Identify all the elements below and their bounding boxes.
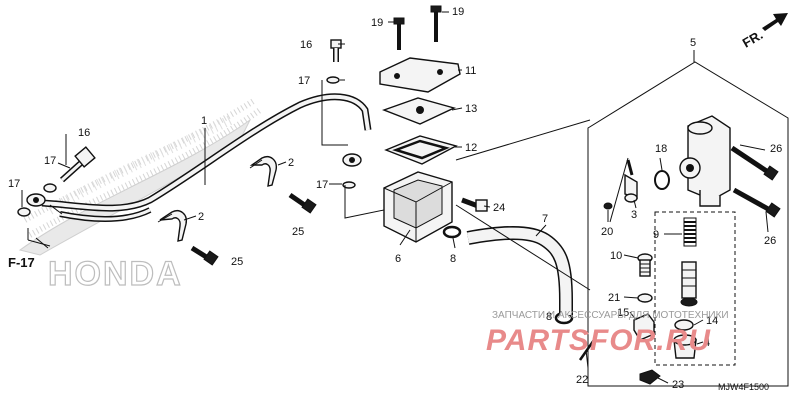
callout-1: 1 [201,115,207,127]
callout-labels: 1 2 2 3 4 5 6 7 8 8 9 10 11 12 13 14 15 … [8,6,782,391]
banjo-bolt-left [59,146,96,183]
cotter-pin [578,339,596,361]
reservoir-plate [381,97,457,125]
callout-21: 21 [608,292,620,304]
callout-25-upper: 25 [292,226,304,238]
callout-8-lower: 8 [546,311,552,323]
piston-spring [683,217,697,247]
hose-clamp-lower [157,210,187,242]
watermark-brand: PARTSFOR.RU [486,324,711,357]
clamp-bolt-lower [190,245,219,266]
callout-19-left: 19 [371,17,383,29]
callout-7: 7 [542,213,548,225]
brake-hose [41,93,372,222]
callout-22: 22 [576,374,588,386]
piston-cup [673,334,697,359]
callout-18: 18 [655,143,667,155]
master-cylinder-assembly-outline [587,61,789,387]
section-reference: F-17 [8,237,49,270]
banjo-bolt-upper [326,39,362,189]
callout-20: 20 [601,226,613,238]
hose-joint [624,159,638,203]
callout-17-upper: 17 [298,75,310,87]
callout-19-right: 19 [452,6,464,18]
reservoir-cap-screw-left [393,17,405,50]
callout-25-lower: 25 [231,256,243,268]
callout-17-left-lower: 17 [8,178,20,190]
front-direction-label: FR. [740,27,766,50]
front-arrow-icon [762,13,788,31]
watermark-tagline: ЗАПЧАСТИ И АКСЕССУАРЫ ДЛЯ МОТОТЕХНИКИ [492,310,729,321]
callout-16-upper: 16 [300,39,312,51]
callout-17-left-upper: 17 [44,155,56,167]
callout-17-middle: 17 [316,179,328,191]
callout-24: 24 [493,202,505,214]
reservoir-hose [466,226,573,315]
callout-15: 15 [617,307,629,319]
callout-11: 11 [465,65,476,77]
callout-2-upper-clamp: 2 [288,157,294,169]
joint-screw [603,202,613,210]
banjo-fitting-left [17,183,57,217]
clamp-bolt-upper [288,192,317,214]
lock-washer [637,293,653,303]
diagram-code: MJW4F1500 [718,382,769,392]
callout-12: 12 [465,142,477,154]
honda-logo-text: HONDA [48,255,183,293]
callout-10: 10 [610,250,622,262]
callout-2-lower-clamp: 2 [198,211,204,223]
front-direction-indicator: FR. [740,13,788,51]
master-cylinder-bolt-lower [732,187,781,218]
callout-26-upper: 26 [770,143,782,155]
hose-clip-upper [442,225,462,239]
callout-5: 5 [690,37,696,49]
rod-boot [674,319,694,331]
callout-4: 4 [704,337,710,349]
master-cylinder-body [679,115,731,207]
reservoir-cap [379,57,461,93]
leader-lines [21,11,769,384]
callout-16-left: 16 [78,127,90,139]
section-reference-arrow [35,237,49,249]
section-reference-label: F-17 [8,255,35,270]
callout-6: 6 [395,253,401,265]
o-ring [654,170,670,190]
callout-26-lower: 26 [764,235,776,247]
piston [680,261,698,307]
hose-clamp-upper [249,156,277,187]
watermark: ЗАПЧАСТИ И АКСЕССУАРЫ ДЛЯ МОТОТЕХНИКИ PA… [486,310,729,357]
clevis-joint [633,313,661,385]
callout-13: 13 [465,103,477,115]
master-cylinder-bolt-upper [730,145,779,181]
callout-8-upper: 8 [450,253,456,265]
callout-3: 3 [631,209,637,221]
callout-14: 14 [706,315,718,327]
push-rod [637,253,653,277]
reservoir-body [383,171,453,243]
callout-9: 9 [653,229,659,241]
reservoir-mount-bolt [461,197,488,212]
callout-23: 23 [672,379,684,391]
reservoir-cap-screw-right [430,5,442,42]
reservoir-diaphragm [384,135,458,165]
honda-wing-logo: HONDA [18,97,262,294]
